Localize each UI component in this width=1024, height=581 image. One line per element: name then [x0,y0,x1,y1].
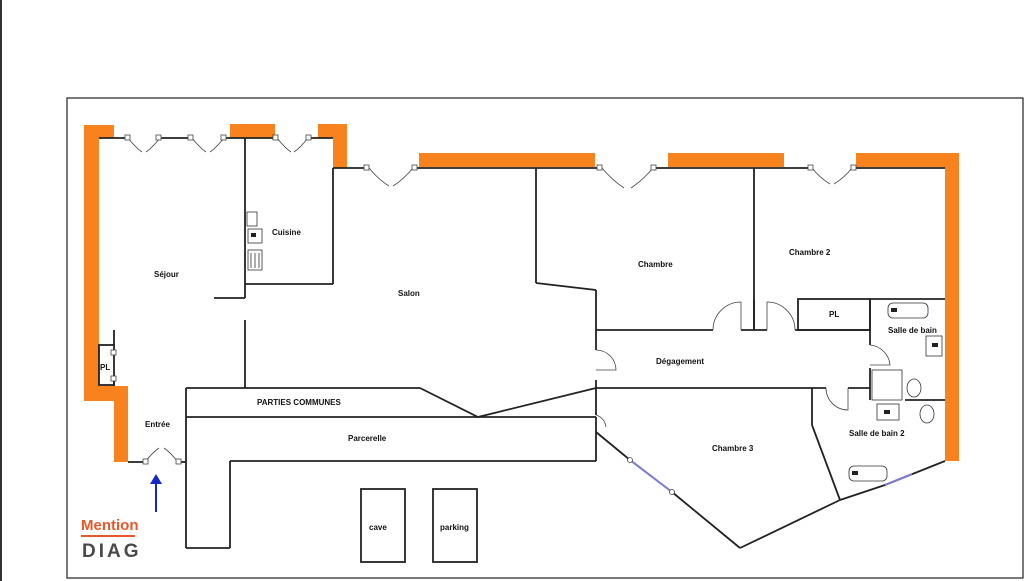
room-label-chambre-3: Chambre 3 [712,444,754,453]
exterior-walls [84,124,959,462]
wall-north-segment-3 [419,153,595,167]
window-markers [110,134,857,465]
room-label-degagement: Dégagement [656,357,704,366]
room-label-cave: cave [369,523,387,532]
shower-icon [871,369,903,401]
wall-west [84,125,128,462]
room-label-chambre-2: Chambre 2 [789,248,831,257]
room-label-sejour: Séjour [154,270,179,279]
room-label-cuisine: Cuisine [272,228,301,237]
toilet-2-icon [919,404,935,424]
room-label-chambre: Chambre [638,260,673,269]
wall-north-segment-1 [230,124,275,138]
fixture-taps [251,233,938,475]
cave-box [360,488,406,563]
fixtures [246,211,943,482]
diagonal-window [629,459,673,493]
room-label-salle-de-bain: Salle de bain [888,326,937,335]
bathtub-icon [887,302,929,319]
plan-frame [66,97,1024,579]
room-label-entree: Entrée [145,420,170,429]
wall-north-segment-2 [318,124,347,168]
walls [98,137,946,549]
logo-line-2: DIAG [82,541,142,562]
room-label-pl-right: PL [829,310,839,319]
logo-line-1: Mention [81,517,139,534]
diagonal-window-2 [884,473,913,486]
room-label-salon: Salon [398,289,420,298]
room-label-pl-left: PL [100,363,110,372]
entrance-arrow-icon [150,474,162,512]
window-marker [669,489,675,495]
fridge-icon [246,211,258,227]
room-label-parcerelle: Parcerelle [348,434,387,443]
mention-diag-logo: Mention DIAG [81,517,142,562]
bathtub-2-icon [848,465,888,482]
wall-east [856,153,959,461]
room-label-parties-communes: PARTIES COMMUNES [257,398,342,407]
wall-north-segment-4 [668,153,784,167]
room-label-parking: parking [440,523,469,532]
toilet-icon [906,378,922,398]
parking-box [432,488,478,563]
window-marker [627,457,633,463]
room-label-salle-de-bain-2: Salle de bain 2 [849,429,905,438]
